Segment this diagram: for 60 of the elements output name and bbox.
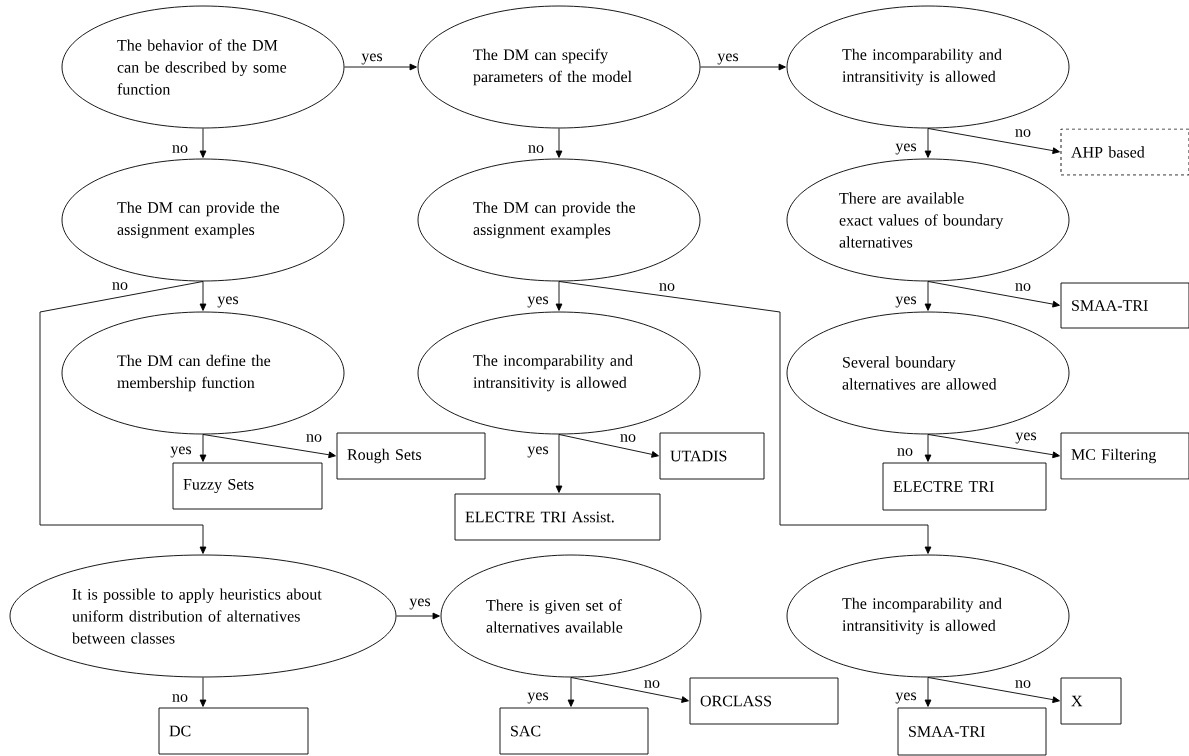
result-box: DC xyxy=(158,707,309,755)
result-box: Fuzzy Sets xyxy=(172,462,323,510)
arrow xyxy=(700,63,786,71)
edge-label: yes xyxy=(894,691,918,705)
arrow xyxy=(567,677,575,707)
edge-label: no xyxy=(171,693,189,703)
arrow xyxy=(199,677,207,707)
edge-label: no xyxy=(1014,282,1032,292)
edge-label: no xyxy=(896,447,914,457)
arrow xyxy=(39,281,207,554)
arrow xyxy=(555,281,563,311)
result-box: ORCLASS xyxy=(689,677,839,725)
edge-label: yes xyxy=(216,295,240,309)
edge-label: yes xyxy=(894,142,918,156)
arrow xyxy=(199,434,207,462)
arrow xyxy=(924,128,932,158)
edge-label: yes xyxy=(526,691,550,705)
result-box: SMAA-TRI xyxy=(897,707,1047,756)
edge-label: no xyxy=(658,282,676,292)
arrow xyxy=(344,63,417,71)
edge-label: no xyxy=(643,679,661,689)
arrow xyxy=(558,434,659,458)
edge-label: no xyxy=(305,433,323,443)
arrow xyxy=(927,677,1060,704)
edge-label: yes xyxy=(526,295,550,309)
result-box: MC Filtering xyxy=(1060,432,1189,480)
result-box: AHP based xyxy=(1060,128,1189,176)
edge-label: yes xyxy=(894,295,918,309)
arrow xyxy=(558,281,932,554)
edge-label: no xyxy=(1014,679,1032,689)
arrow xyxy=(396,612,440,620)
result-box: ELECTRE TRI Assist. xyxy=(454,493,661,541)
edge-label: yes xyxy=(169,445,193,459)
edge-label: yes xyxy=(526,445,550,459)
arrow xyxy=(555,128,563,158)
arrow xyxy=(927,434,1060,459)
arrow xyxy=(924,281,932,311)
edge-label: yes xyxy=(360,52,384,66)
result-box: SMAA-TRI xyxy=(1060,282,1189,329)
arrow xyxy=(924,434,932,462)
arrow xyxy=(555,434,563,493)
result-box: X xyxy=(1060,677,1122,725)
arrow xyxy=(927,128,1060,154)
result-box: SAC xyxy=(499,707,649,755)
edge-label: no xyxy=(619,433,637,443)
arrow xyxy=(570,677,689,703)
edge-label: yes xyxy=(716,52,740,66)
arrow xyxy=(927,281,1060,308)
result-box: UTADIS xyxy=(659,432,765,480)
arrow xyxy=(202,434,336,459)
edge-label: no xyxy=(1014,128,1032,138)
edge-label: no xyxy=(111,281,129,291)
result-box: ELECTRE TRI xyxy=(882,462,1047,511)
arrow xyxy=(199,281,207,311)
arrow xyxy=(199,128,207,158)
result-box: Rough Sets xyxy=(336,432,486,480)
edge-label: yes xyxy=(408,597,432,611)
arrow xyxy=(924,677,932,707)
edge-label: no xyxy=(527,144,545,154)
edge-label: no xyxy=(171,144,189,154)
